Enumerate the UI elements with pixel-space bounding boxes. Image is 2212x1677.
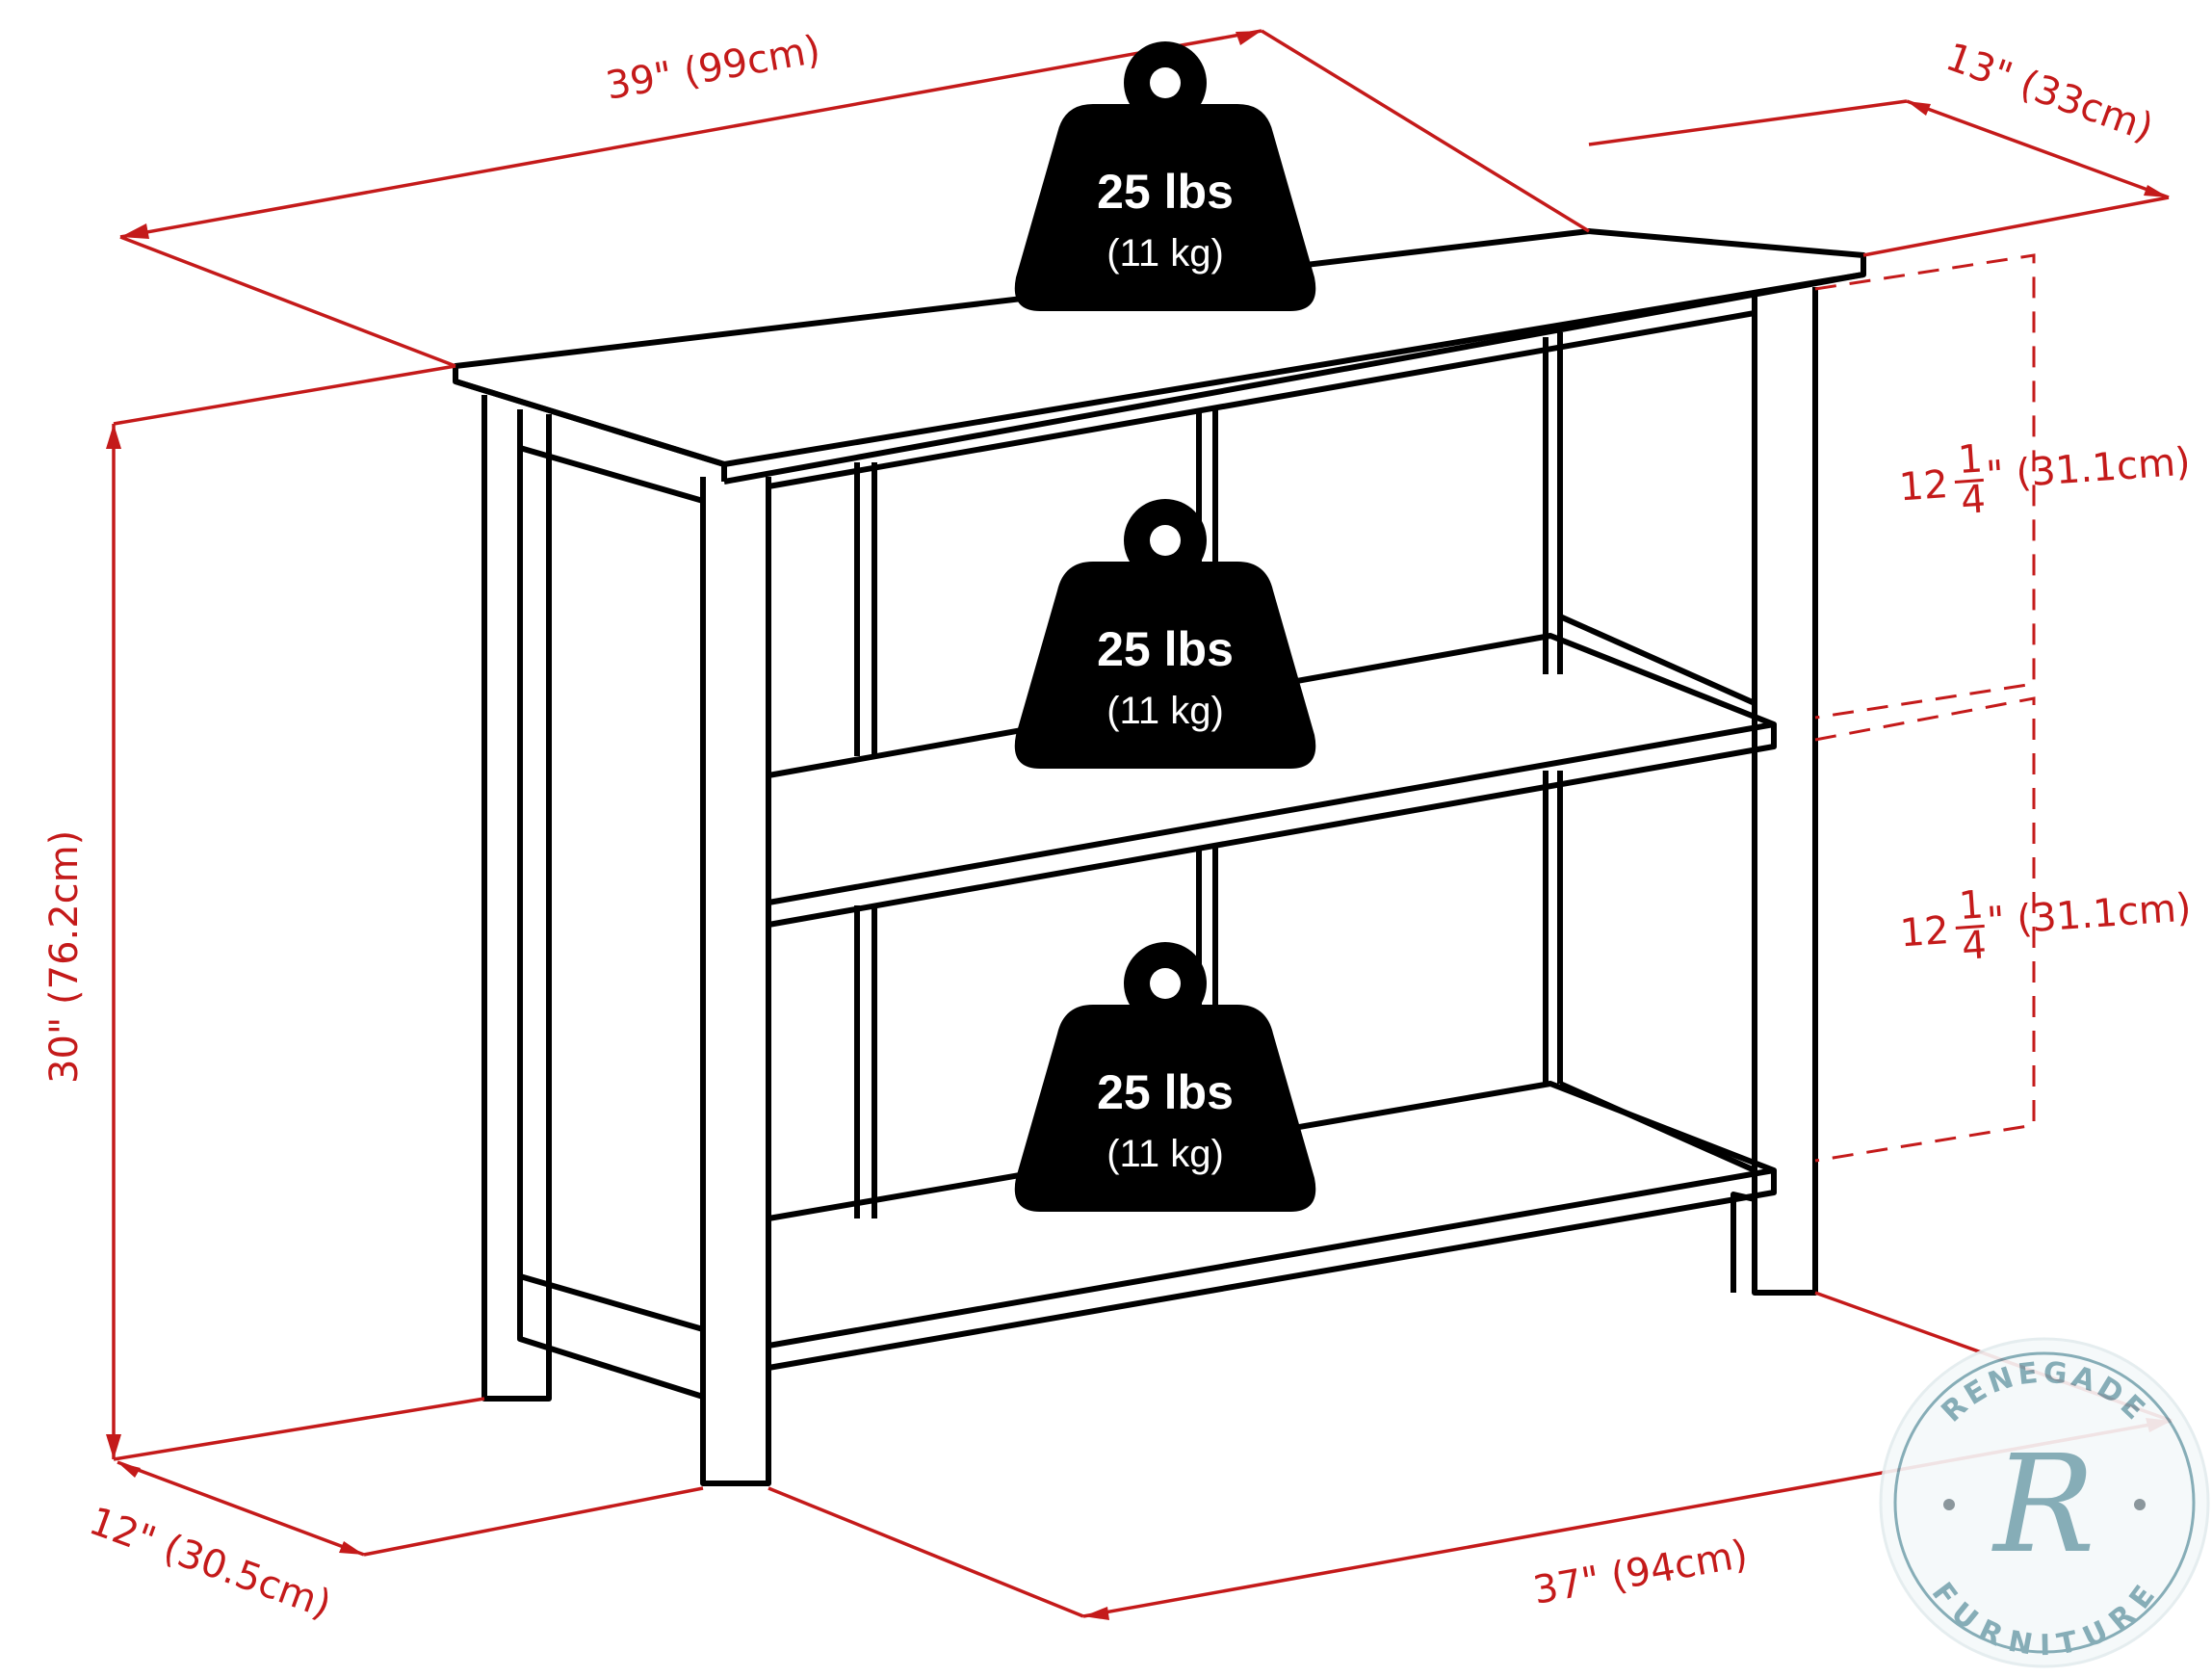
- weight-icon-top: 25 lbs (11 kg): [1014, 41, 1316, 311]
- svg-text:(11 kg): (11 kg): [1106, 690, 1224, 732]
- svg-text:1: 1: [1958, 882, 1986, 929]
- label-shelf-spacing-upper: 12 1 4 " (31.1cm): [1898, 436, 2192, 523]
- bookshelf-drawing: [453, 228, 1866, 1486]
- svg-text:" (31.1cm): " (31.1cm): [1986, 885, 2193, 944]
- svg-text:25 lbs: 25 lbs: [1097, 165, 1234, 219]
- svg-text:12: 12: [1898, 908, 1950, 956]
- label-top-depth: 13" (33cm): [1940, 35, 2159, 150]
- logo-monogram: R: [1991, 1427, 2095, 1584]
- weight-icon-bottom: 25 lbs (11 kg): [1014, 942, 1316, 1212]
- renegade-furniture-logo: RENEGADE FURNITURE R: [1879, 1337, 2210, 1668]
- svg-text:4: 4: [1960, 477, 1988, 523]
- svg-text:" (31.1cm): " (31.1cm): [1985, 439, 2192, 498]
- label-shelf-spacing-lower: 12 1 4 " (31.1cm): [1898, 882, 2193, 969]
- svg-text:1: 1: [1957, 436, 1985, 483]
- svg-text:(11 kg): (11 kg): [1106, 1133, 1224, 1175]
- svg-text:25 lbs: 25 lbs: [1097, 1065, 1234, 1119]
- label-base-depth: 12" (30.5cm): [84, 1499, 337, 1627]
- svg-text:12: 12: [1898, 462, 1950, 510]
- weight-icon-middle: 25 lbs (11 kg): [1014, 499, 1316, 769]
- svg-text:(11 kg): (11 kg): [1106, 232, 1224, 275]
- svg-text:25 lbs: 25 lbs: [1097, 622, 1234, 676]
- label-height: 30" (76.2cm): [42, 830, 87, 1084]
- label-top-width: 39" (99cm): [603, 27, 824, 108]
- label-base-width: 37" (94cm): [1530, 1532, 1752, 1612]
- svg-text:4: 4: [1961, 923, 1989, 969]
